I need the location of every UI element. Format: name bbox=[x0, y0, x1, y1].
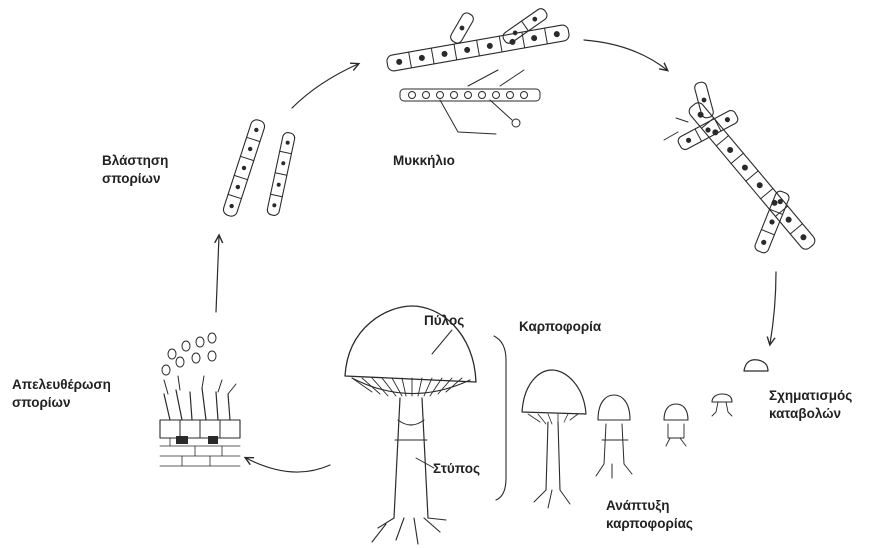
stipe-label: Στύπος bbox=[433, 460, 480, 477]
primordia-label-line1: Σχηματισμός bbox=[769, 387, 852, 404]
spore-release-illustration bbox=[160, 333, 240, 466]
cycle-arrow-branching-to-primordia bbox=[770, 272, 776, 344]
germinating-spores-illustration bbox=[222, 118, 296, 217]
fruiting-development-label-line1: Ανάπτυξη bbox=[606, 497, 670, 514]
developing-mushrooms-illustration bbox=[522, 370, 732, 508]
primordium-illustration bbox=[744, 360, 768, 371]
cap-label: Πύλος bbox=[424, 312, 464, 329]
cap-leader-line bbox=[432, 330, 452, 354]
cycle-arrow-mushroom-to-spores bbox=[246, 458, 330, 472]
primordia-label-line2: καταβολών bbox=[769, 405, 841, 422]
cycle-arrow-spores-to-germination bbox=[216, 236, 219, 312]
fruiting-label: Καρποφορία bbox=[519, 318, 601, 335]
mycelium-label: Μυκκήλιο bbox=[393, 152, 455, 169]
germination-label-line2: σπορίων bbox=[102, 170, 160, 187]
cycle-arrow-mycelium-to-branching bbox=[584, 40, 667, 70]
cycle-arrow-germination-to-mycelium bbox=[292, 64, 358, 108]
main-mushroom-illustration bbox=[345, 306, 476, 544]
germination-label-line1: Βλάστηση bbox=[102, 152, 168, 169]
spore-release-label-line1: Απελευθέρωση bbox=[12, 376, 111, 393]
branched-hyphae-illustration bbox=[664, 81, 817, 254]
fruiting-bracket bbox=[494, 336, 506, 500]
mycelium-illustration bbox=[386, 7, 570, 134]
spore-release-label-line2: σπορίων bbox=[12, 394, 70, 411]
fruiting-development-label-line2: καρποφορίας bbox=[606, 515, 693, 532]
